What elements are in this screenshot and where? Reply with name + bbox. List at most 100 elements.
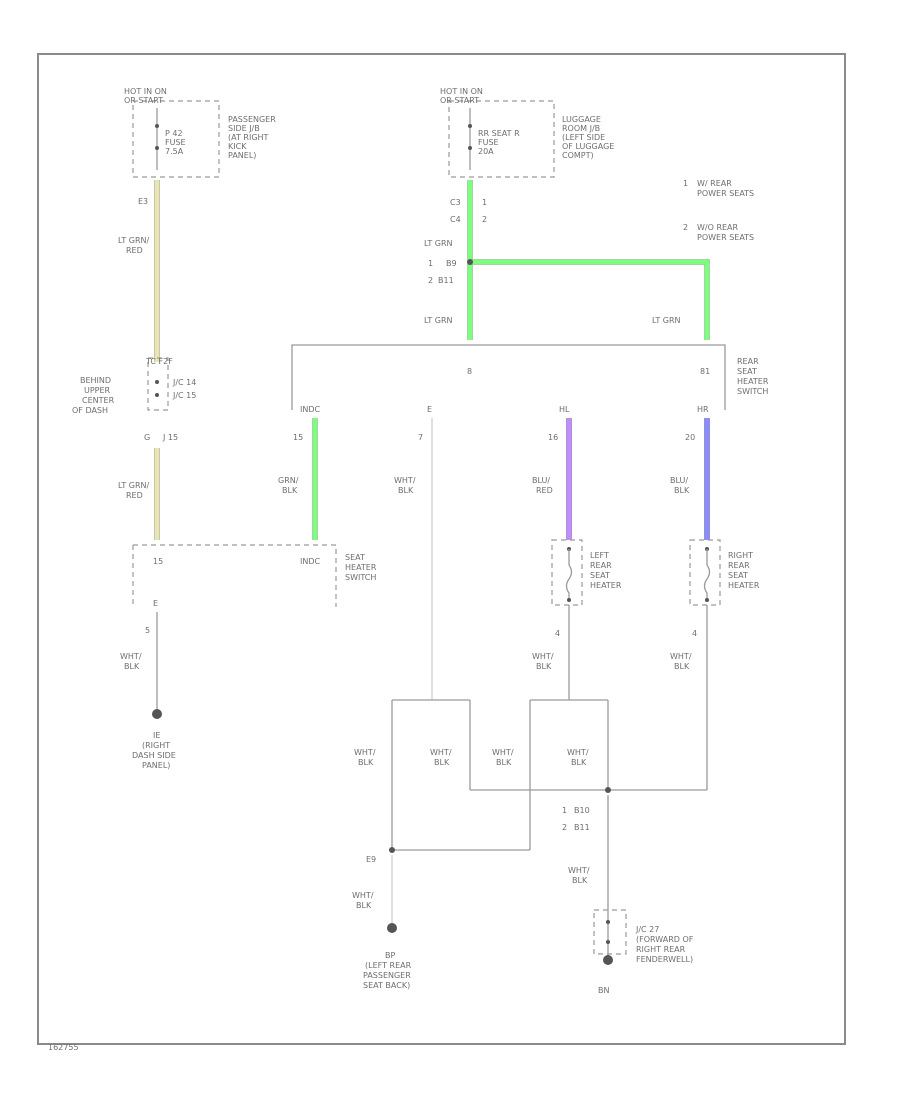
lh-label-b: REAR	[590, 561, 612, 570]
wb-b1-label: WHT/	[430, 748, 452, 757]
wb-a2-label: BLK	[358, 758, 374, 767]
c4-label: C4	[450, 215, 461, 224]
bp-label-d: SEAT BACK)	[363, 981, 410, 990]
ie-label-c: DASH SIDE	[132, 751, 176, 760]
e9-label: E9	[366, 855, 376, 864]
rear-seat-label-d: SWITCH	[737, 387, 768, 396]
blu-red-label-b: RED	[536, 486, 553, 495]
rear-seat-label-a: REAR	[737, 357, 759, 366]
jc27-label-d: FENDERWELL)	[636, 955, 693, 964]
wb-e2-label: BLK	[356, 901, 372, 910]
jc27-label-b: (FORWARD OF	[636, 935, 694, 944]
rh-label-b: REAR	[728, 561, 750, 570]
wht-blk-mid-label-a: WHT/	[394, 476, 416, 485]
fuse2-label-b: FUSE	[478, 138, 499, 147]
p16-label: 16	[548, 433, 558, 442]
jc-dot-b	[155, 393, 159, 397]
bn-label: BN	[598, 986, 609, 995]
sw-e-label: E	[153, 599, 158, 608]
sw-label-a: SEAT	[345, 553, 365, 562]
p7-label: 7	[418, 433, 423, 442]
jc14-label: J/C 14	[172, 378, 196, 387]
wb-d2-label: BLK	[571, 758, 587, 767]
fuse2-label-a: RR SEAT R	[478, 129, 520, 138]
ltgrn-right-label: LT GRN	[652, 316, 681, 325]
jb1-label-a: PASSENGER	[228, 115, 276, 124]
jb10-num: 1	[562, 806, 567, 815]
jb1-label-e: PANEL)	[228, 151, 256, 160]
jc27-label-c: RIGHT REAR	[636, 945, 686, 954]
sw-e-num-label: 5	[145, 626, 150, 635]
p20-label: 20	[685, 433, 695, 442]
wht-blk-3a-label: WHT/	[670, 652, 692, 661]
p8-label: 8	[467, 367, 472, 376]
c3-label: C3	[450, 198, 461, 207]
fuse1-dot-b	[155, 146, 159, 150]
wb-c1-label: WHT/	[492, 748, 514, 757]
right-rear-seat-heater-box	[689, 539, 721, 606]
figure-id: 162755	[48, 1043, 79, 1052]
jc15-label: J/C 15	[172, 391, 196, 400]
jc27-label-a: J/C 27	[635, 925, 659, 934]
bp-label-c: PASSENGER	[363, 971, 411, 980]
wb-f2-label: BLK	[572, 876, 588, 885]
lh-pin-label: 4	[555, 629, 560, 638]
e3-label: E3	[138, 197, 148, 206]
jb2-label-b: ROOM J/B	[562, 124, 600, 133]
sw-label-b: HEATER	[345, 563, 377, 572]
wb-a1-label: WHT/	[354, 748, 376, 757]
jc-dot-a	[155, 380, 159, 384]
fuse1-label-a: P 42	[165, 129, 183, 138]
jb11-num: 2	[562, 823, 567, 832]
wht-blk-1b-label: BLK	[124, 662, 140, 671]
fuse1-dot-a	[155, 124, 159, 128]
jb2-label-a: LUGGAGE	[562, 115, 601, 124]
behind-label-c: CENTER	[82, 396, 115, 405]
rh-dot-b	[705, 598, 709, 602]
blu-blk-label-b: BLK	[674, 486, 690, 495]
ie-label-d: PANEL)	[142, 761, 170, 770]
jb1-label-d: KICK	[228, 142, 247, 151]
bp-label-a: BP	[385, 951, 395, 960]
diagram-frame	[37, 53, 846, 1045]
jc-j15-pin-label: G	[144, 433, 150, 442]
splice-e9-dot	[389, 847, 395, 853]
jc27-dot-b	[606, 940, 610, 944]
j2-num: 2	[428, 276, 433, 285]
fuse1-label-b: FUSE	[165, 138, 186, 147]
lh-dot-b	[567, 598, 571, 602]
hot1-label-a: HOT IN ON	[124, 87, 167, 96]
ie-label-b: (RIGHT	[142, 741, 170, 750]
red-1-label: RED	[126, 246, 143, 255]
ie-label-a: IE	[153, 731, 160, 740]
note2-label-a: W/O REAR	[697, 223, 739, 232]
wb-b2-label: BLK	[434, 758, 450, 767]
hr-label: HR	[697, 405, 709, 414]
blu-blk-label-a: BLU/	[670, 476, 688, 485]
wb-d1-label: WHT/	[567, 748, 589, 757]
red-2-label: RED	[126, 491, 143, 500]
ltgrn-red-1-label: LT GRN/	[118, 236, 150, 245]
jc-j15-label: J 15	[162, 433, 178, 442]
note1-num: 1	[683, 179, 688, 188]
wire-ltgrn-branch-border	[470, 259, 710, 340]
wht-blk-2a-label: WHT/	[532, 652, 554, 661]
ltgrn-top-label: LT GRN	[424, 239, 453, 248]
wht-blk-3b-label: BLK	[674, 662, 690, 671]
note2-label-b: POWER SEATS	[697, 233, 754, 242]
b10-label: B10	[574, 806, 590, 815]
jb2-label-e: COMPT)	[562, 151, 594, 160]
note1-label-b: POWER SEATS	[697, 189, 754, 198]
rear-seat-label-c: HEATER	[737, 377, 769, 386]
jb2-label-d: OF LUGGAGE	[562, 142, 614, 151]
wht-blk-1a-label: WHT/	[120, 652, 142, 661]
rh-label-a: RIGHT	[728, 551, 753, 560]
luggage-jb-box	[448, 100, 555, 178]
wire-ltgrn-branch	[470, 260, 709, 340]
jc14-box	[147, 357, 169, 411]
bn-ground-dot	[603, 955, 613, 965]
rh-label-c: SEAT	[728, 571, 748, 580]
c4-num: 2	[482, 215, 487, 224]
b11-top-label: B11	[438, 276, 454, 285]
